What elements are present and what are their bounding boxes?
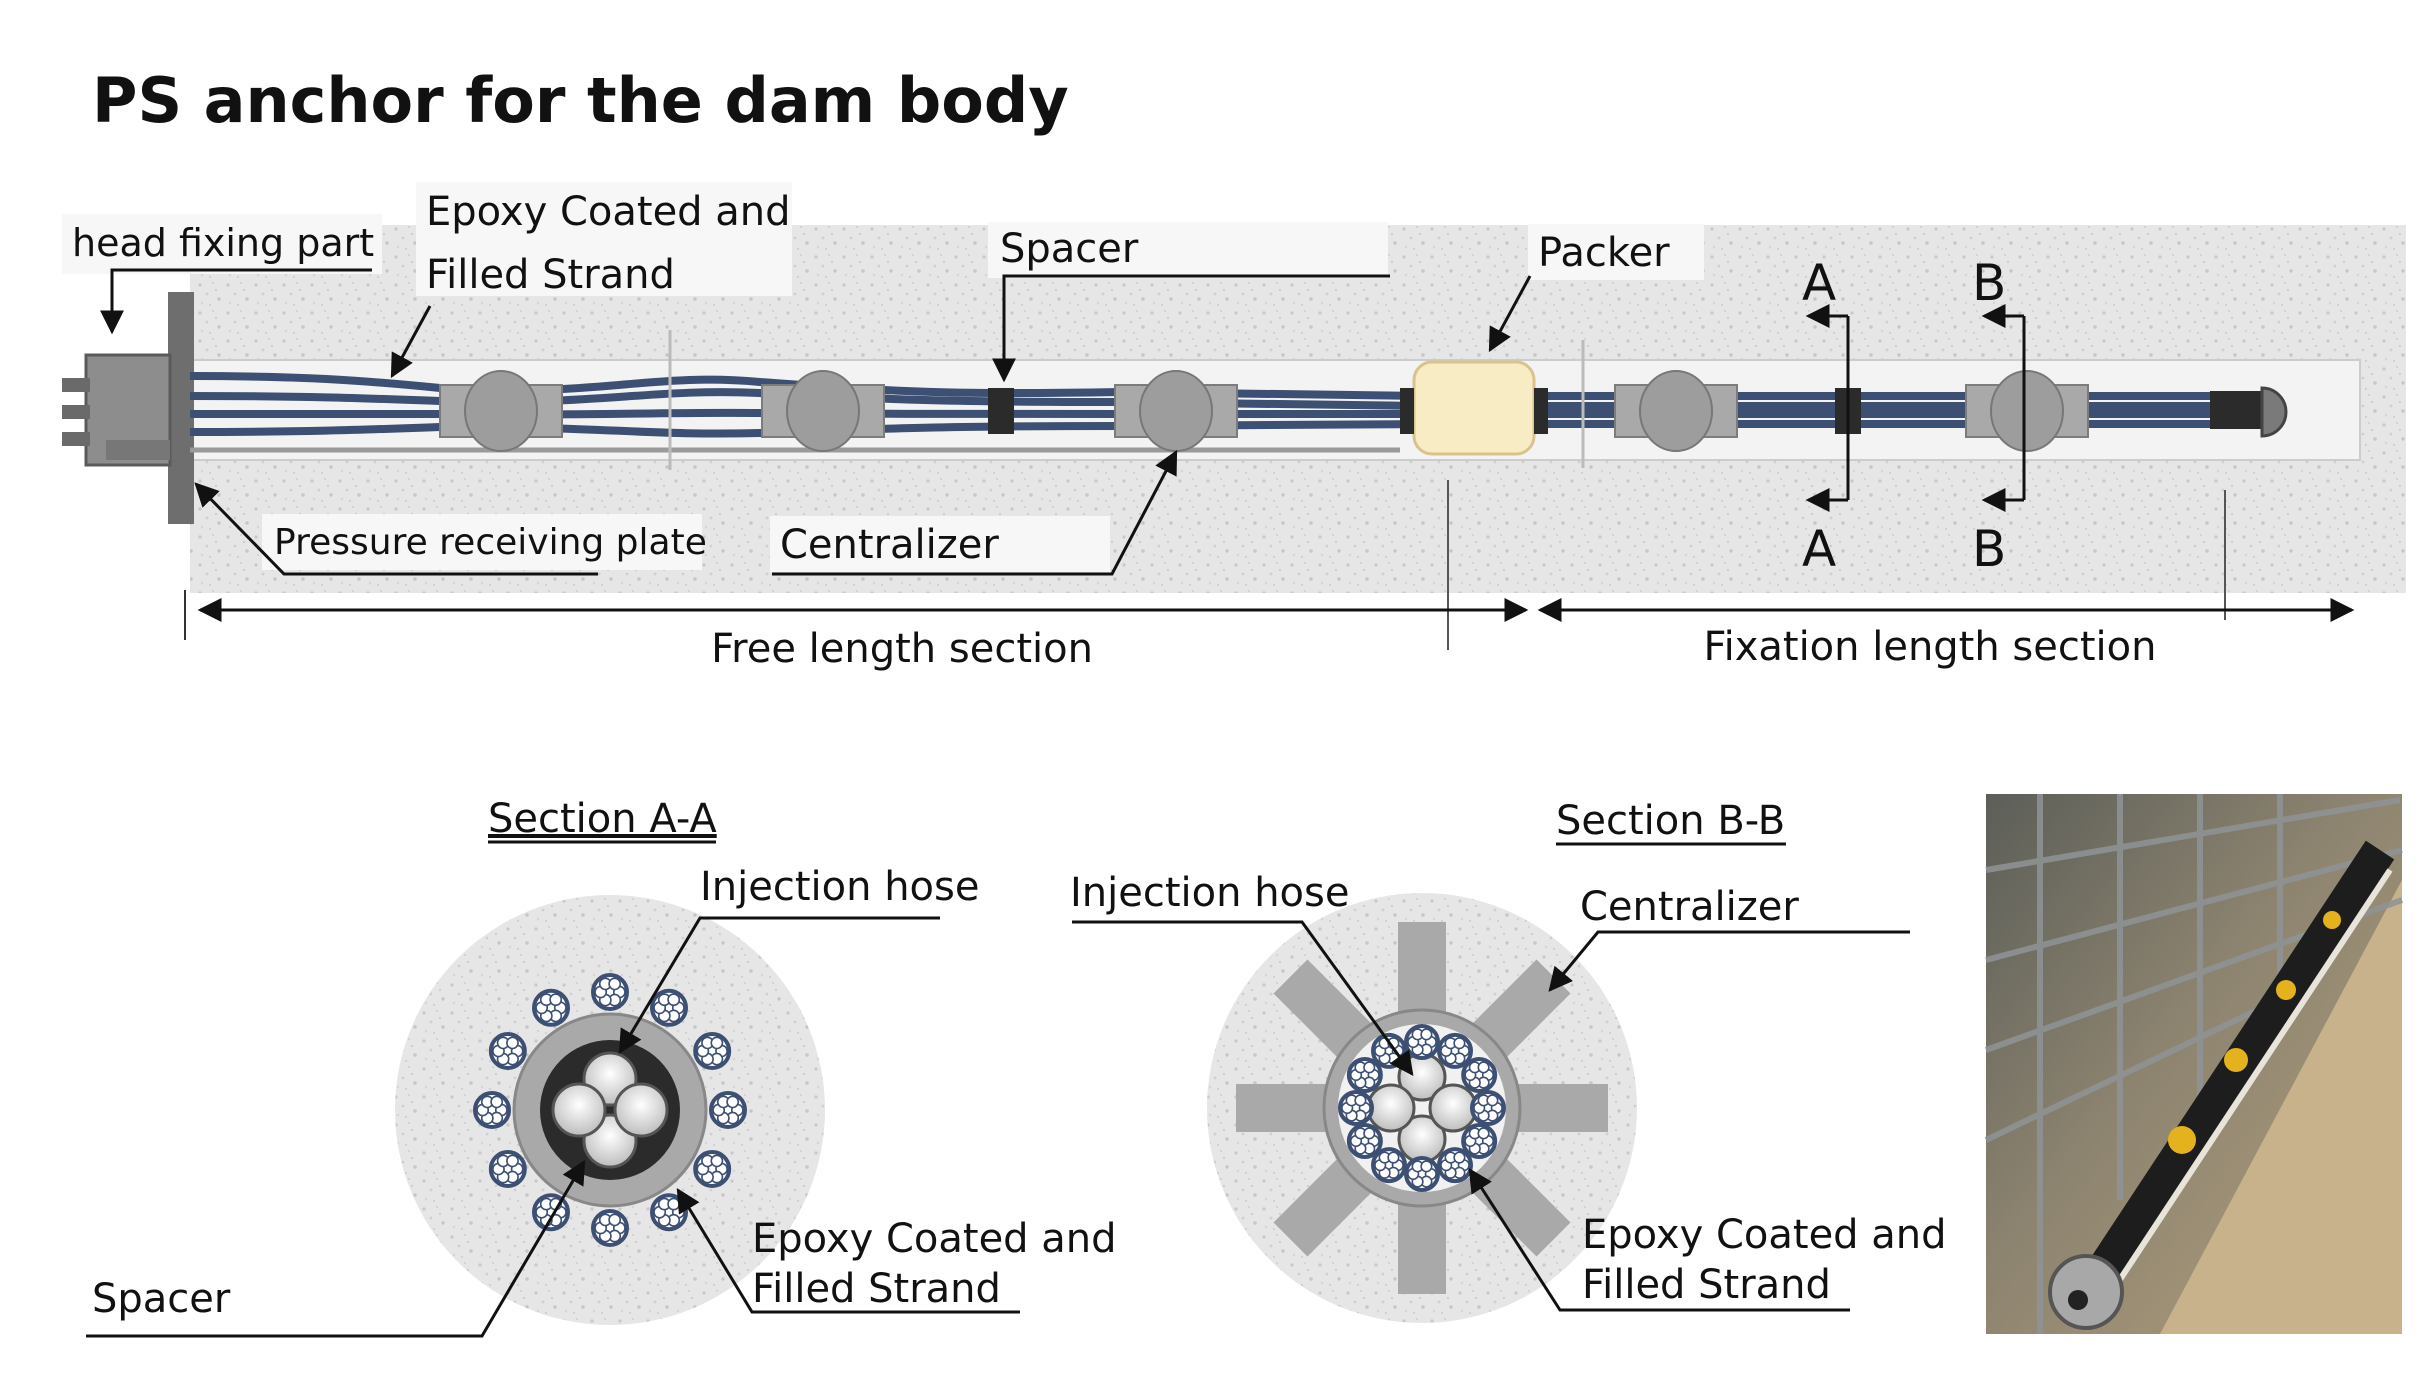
leader-b-epoxy [1468, 1167, 1850, 1312]
leader-b-injection-hose [1072, 920, 1414, 1076]
section-a-epoxy-line2: Filled Strand [752, 1266, 1001, 1312]
leader-b-centralizer [1548, 930, 1910, 992]
leader-packer [1488, 275, 1532, 353]
strand-a-12 [532, 988, 570, 1027]
strand-b-3 [1461, 1057, 1498, 1093]
strand-b-11 [1346, 1057, 1383, 1093]
leader-a-spacer [86, 1159, 586, 1338]
section-mark-b-bottom: B [1972, 520, 2006, 578]
section-cut-b [1981, 304, 2026, 512]
section-a-a [395, 895, 825, 1325]
section-b-epoxy-line2: Filled Strand [1582, 1262, 1831, 1308]
section-cut-a [1805, 304, 1850, 512]
strand-b-8 [1371, 1147, 1407, 1184]
strand-b-12 [1371, 1032, 1407, 1069]
label-fixation-length: Fixation length section [1703, 624, 2156, 670]
strand-a-6 [650, 1193, 688, 1232]
strand-ring-a [473, 973, 747, 1247]
strand-a-10 [473, 1091, 511, 1129]
site-photo [1984, 794, 2404, 1334]
centralizer-3 [1114, 370, 1238, 452]
section-b-injection-hose-label: Injection hose [1070, 870, 1349, 916]
centralizer-fin-3 [1498, 1084, 1608, 1132]
packer-seal-right [1534, 388, 1548, 434]
label-head-fixing-part: head fixing part [72, 221, 374, 265]
section-mark-a-bottom: A [1802, 520, 1836, 578]
label-free-length: Free length section [711, 626, 1093, 672]
label-epoxy-strand-line2: Filled Strand [426, 252, 675, 298]
page-title: PS anchor for the dam body [92, 64, 1069, 137]
label-pressure-plate: Pressure receiving plate [274, 522, 707, 563]
centralizer-5 [1965, 370, 2089, 452]
centralizer-1 [439, 370, 563, 452]
strand-a-11 [488, 1032, 527, 1070]
section-b-b [1207, 893, 1637, 1323]
leader-a-injection-hose [618, 916, 940, 1055]
label-centralizer: Centralizer [780, 522, 999, 568]
strand-a-1 [591, 973, 629, 1011]
anchor-longitudinal-view [62, 225, 2406, 650]
strand-a-3 [693, 1032, 732, 1070]
leader-centralizer [772, 449, 1178, 576]
strand-a-4 [709, 1091, 747, 1129]
strand-b-9 [1346, 1123, 1383, 1159]
strand-b-6 [1437, 1147, 1473, 1184]
leader-a-epoxy [676, 1187, 1020, 1314]
centralizer-2 [761, 370, 885, 452]
strand-a-5 [693, 1150, 732, 1188]
label-packer: Packer [1538, 230, 1670, 276]
section-a-title: Section A-A [488, 796, 717, 842]
strand-b-10 [1338, 1090, 1374, 1126]
strand-b-5 [1461, 1123, 1498, 1159]
strand-b-4 [1470, 1090, 1506, 1126]
packer-seal-left [1400, 388, 1414, 434]
centralizer-fin-7 [1236, 1084, 1346, 1132]
section-a-spacer-label: Spacer [92, 1276, 231, 1322]
leader-spacer [992, 274, 1390, 383]
section-mark-b-top: B [1972, 254, 2006, 312]
section-mark-a-top: A [1802, 254, 1836, 312]
leader-head-fixing [100, 268, 372, 335]
strand-a-9 [488, 1150, 527, 1188]
strand-bundle [189, 372, 2210, 438]
strand-b-2 [1437, 1032, 1473, 1069]
strand-b-7 [1404, 1156, 1440, 1192]
strand-b-1 [1404, 1024, 1440, 1060]
packer [1412, 360, 1536, 456]
leader-pressure-plate [194, 482, 598, 576]
label-epoxy-strand-line1: Epoxy Coated and [426, 189, 791, 235]
centralizer-4 [1614, 370, 1738, 452]
section-b-centralizer-label: Centralizer [1580, 884, 1799, 930]
strand-a-7 [591, 1209, 629, 1247]
section-b-epoxy-line1: Epoxy Coated and [1582, 1212, 1947, 1258]
spacer-free [988, 388, 1014, 434]
section-a-injection-hose-label: Injection hose [700, 864, 979, 910]
head-fixing-part [62, 292, 194, 524]
section-b-title: Section B-B [1556, 798, 1785, 844]
end-cap [2260, 386, 2288, 438]
strand-a-2 [650, 988, 688, 1027]
section-a-epoxy-line1: Epoxy Coated and [752, 1216, 1117, 1262]
label-spacer: Spacer [1000, 226, 1139, 272]
leader-epoxy [390, 305, 432, 379]
